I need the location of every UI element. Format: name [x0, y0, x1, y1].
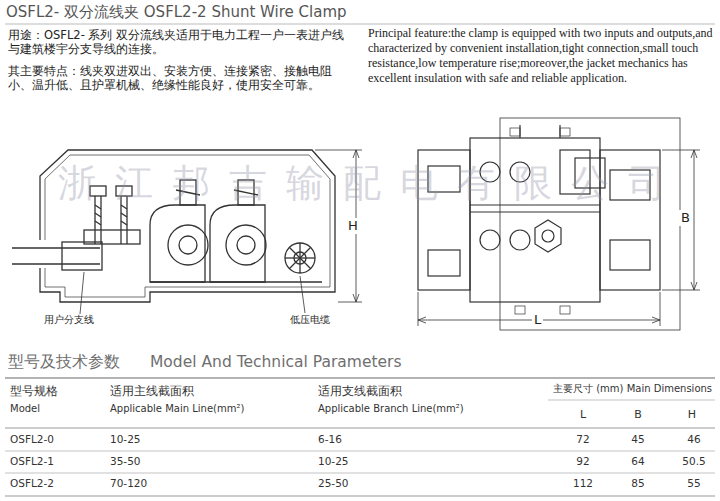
- drawing-part: [691, 282, 697, 290]
- drawing-part: [428, 250, 460, 276]
- drawing-part: [84, 230, 140, 244]
- drawing-part: [560, 128, 570, 136]
- drawing-part: [5, 428, 715, 429]
- drawing-part: [95, 213, 101, 217]
- drawing-part: [5, 473, 715, 474]
- drawing-part: [5, 377, 715, 379]
- callout-label: 低压电缆: [290, 314, 330, 327]
- drawing-part: [5, 24, 715, 25]
- clamp-plan: [418, 118, 680, 330]
- table-cell: 10-25: [110, 433, 141, 446]
- drawing-part: [5, 451, 715, 452]
- drawing-part: [237, 236, 255, 254]
- callout-label: 用户分支线: [44, 314, 94, 327]
- table-cell: 55: [674, 477, 714, 490]
- table-header: 适用主线截面积: [110, 384, 194, 398]
- drawing-part: [560, 306, 570, 314]
- dimension-label: H: [346, 218, 360, 234]
- drawing-part: [121, 221, 127, 225]
- drawing-part: [315, 150, 362, 151]
- table-cell: OSFL2-1: [10, 455, 54, 468]
- feature-english: Principal feature:the clamp is equipped …: [368, 26, 713, 86]
- leader-line: [80, 272, 84, 314]
- drawing-part: [179, 236, 197, 254]
- drawing-part: [610, 240, 650, 270]
- drawing-part: [353, 294, 359, 302]
- drawing-part: [660, 292, 661, 326]
- table-cell: OSFL2-0: [10, 433, 54, 446]
- table-header: 型号规格: [10, 384, 58, 398]
- drawing-part: [285, 243, 315, 273]
- table-cell: 25-50: [318, 477, 349, 490]
- table-rules: [5, 378, 715, 496]
- drawing-part: [652, 317, 660, 323]
- drawing-part: [694, 150, 695, 290]
- drawing-part: [691, 150, 697, 158]
- drawing-part: [12, 263, 100, 264]
- drawing-part: [515, 306, 525, 314]
- table-cell: 85: [620, 477, 656, 490]
- drawing-part: [418, 292, 419, 326]
- table-header: Applicable Main Line(mm²): [110, 403, 244, 416]
- drawing-part: [5, 495, 715, 496]
- watermark: 浙江邦吉输配电有限公司: [58, 160, 685, 208]
- table-header: Applicable Branch Line(mm²): [318, 403, 464, 416]
- drawing-part: [210, 205, 265, 282]
- drawing-part: [480, 230, 500, 250]
- section-heading: Model And Technical Parameters: [150, 353, 401, 372]
- drawing-part: [150, 205, 205, 282]
- table-cell: 72: [565, 433, 601, 446]
- drawing-part: [168, 225, 208, 265]
- table-cell: 112: [565, 477, 601, 490]
- leader-line: [300, 276, 305, 313]
- drawing-part: [12, 247, 100, 248]
- table-cell: 6-16: [318, 433, 342, 446]
- drawing-part: [500, 118, 680, 330]
- table-header: Model: [10, 403, 40, 416]
- section-heading: 型号及技术参数: [8, 352, 120, 372]
- table-header: 适用支线截面积: [318, 384, 402, 398]
- drawing-part: [95, 221, 101, 225]
- drawing-part: [470, 211, 600, 212]
- table-cell: 35-50: [110, 455, 141, 468]
- table-cell: 64: [620, 455, 656, 468]
- table-cell: 45: [620, 433, 656, 446]
- table-cell: OSFL2-2: [10, 477, 54, 490]
- drawing-part: [289, 247, 311, 269]
- drawing-part: [535, 220, 561, 252]
- drawing-part: [226, 225, 266, 265]
- table-cell: 70-120: [110, 477, 147, 490]
- drawing-part: [510, 230, 530, 250]
- table-header: B: [620, 408, 656, 422]
- table-header: L: [565, 408, 601, 422]
- dimension-label: L: [532, 312, 543, 328]
- usage-text: 用途：OSFL2- 系列 双分流线夹适用于电力工程一户一表进户线 与建筑楼宇分支…: [8, 28, 353, 57]
- feature-text: 其主要特点：线夹双进双出、安装方便、连接紧密、接触电阻 小、温升低、且护罩机械、…: [8, 64, 353, 93]
- table-cell: 46: [674, 433, 714, 446]
- drawing-part: [548, 400, 715, 401]
- drawing-part: [289, 247, 311, 269]
- drawing-part: [418, 317, 426, 323]
- drawing-part: [121, 213, 127, 217]
- drawing-part: [150, 281, 322, 282]
- table-header: 主要尺寸 (mm) Main Dimensions: [553, 383, 712, 396]
- drawing-part: [62, 242, 102, 270]
- drawing-part: [353, 150, 359, 158]
- table-cell: 92: [565, 455, 601, 468]
- drawing-part: [510, 128, 520, 136]
- drawing-part: [95, 205, 101, 209]
- dimension-label: B: [679, 210, 692, 226]
- drawing-part: [338, 302, 362, 303]
- table-cell: 50.5: [674, 455, 714, 468]
- drawing-part: [121, 205, 127, 209]
- table-cell: 10-25: [318, 455, 349, 468]
- page-title: OSFL2- 双分流线夹 OSFL2-2 Shunt Wire Clamp: [6, 3, 347, 22]
- drawing-part: [542, 230, 554, 242]
- table-header: H: [674, 408, 710, 422]
